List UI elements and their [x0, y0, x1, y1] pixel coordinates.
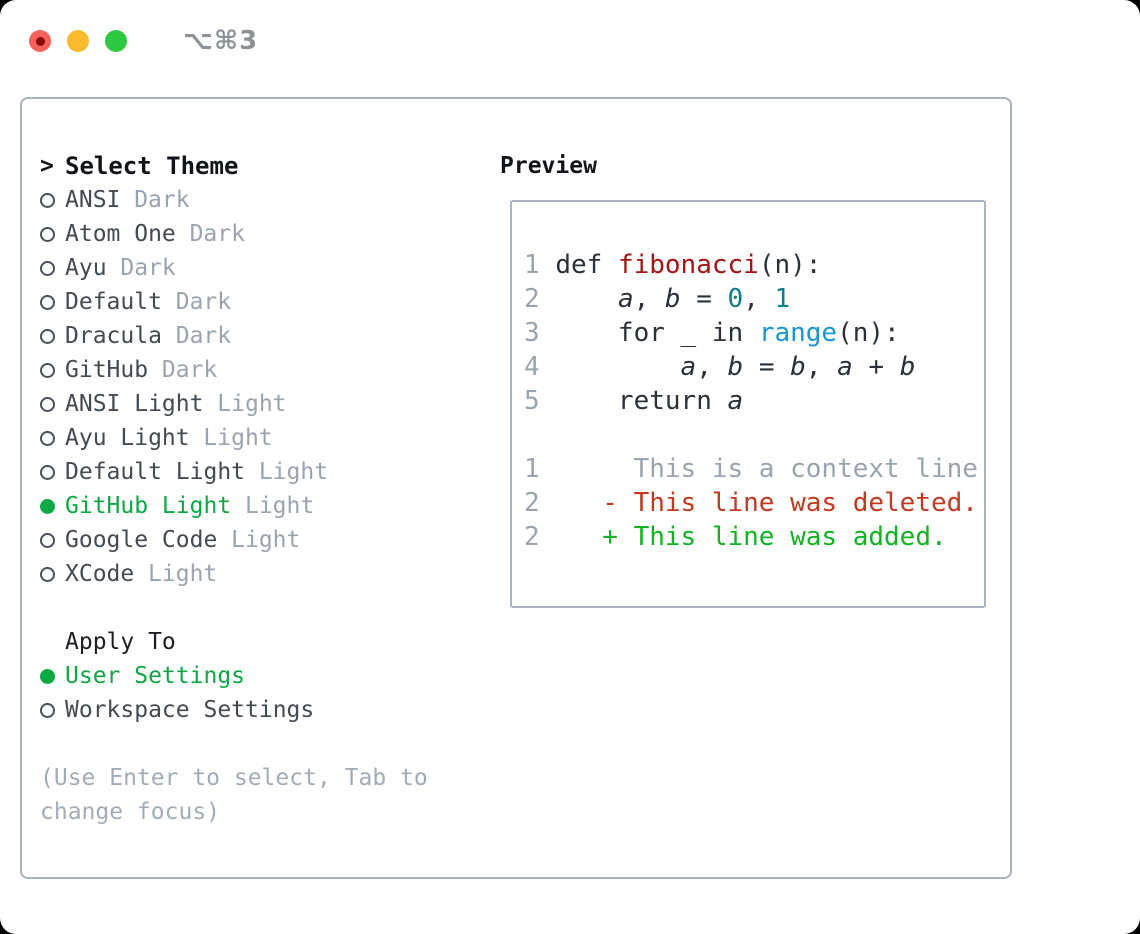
line-number: 4 [524, 352, 540, 382]
radio-icon [40, 464, 55, 480]
radio-selected-icon [40, 668, 55, 684]
theme-option-ayu-light[interactable]: Ayu Light Light [40, 421, 470, 455]
window-title: ⌥⌘3 [183, 26, 259, 56]
option-variant: Dark [134, 187, 190, 213]
option-label: ANSI Light [65, 391, 204, 417]
theme-option-xcode[interactable]: XCode Light [40, 557, 470, 591]
code-line: 4 a, b = b, a + b [524, 352, 916, 382]
option-variant: Light [231, 527, 301, 553]
option-label: ANSI [65, 187, 121, 213]
minimize-button[interactable] [67, 30, 89, 52]
code-line: 5 return a [524, 386, 744, 416]
theme-option-dracula[interactable]: Dracula Dark [40, 319, 470, 353]
option-variant: Dark [175, 323, 232, 349]
titlebar: ⌥⌘3 [29, 26, 258, 56]
radio-icon [40, 566, 55, 582]
line-number: 2 [524, 488, 540, 518]
apply-option-user-settings[interactable]: User Settings [40, 659, 470, 693]
code-line: 2 + This line was added. [524, 522, 947, 552]
select-theme-heading: Select Theme [65, 152, 239, 180]
option-label: Dracula [65, 323, 162, 349]
code-line: 1 This is a context line. [524, 454, 986, 484]
code-line: 3 for _ in range(n): [524, 318, 900, 348]
line-number: 2 [524, 284, 540, 314]
radio-icon [40, 192, 55, 208]
option-variant: Dark [189, 221, 245, 247]
theme-option-google-code[interactable]: Google Code Light [40, 523, 470, 557]
line-number: 1 [524, 454, 540, 484]
radio-icon [40, 430, 55, 446]
option-variant: Light [203, 425, 273, 451]
option-label: Default [65, 289, 162, 315]
hint-text: (Use Enter to select, Tab to change focu… [40, 765, 428, 825]
option-variant: Light [148, 561, 218, 587]
option-label: Ayu [65, 255, 107, 281]
option-variant: Dark [175, 289, 232, 315]
line-number: 5 [524, 386, 540, 416]
code-line: 2 a, b = 0, 1 [524, 284, 791, 314]
radio-icon [40, 328, 55, 344]
select-theme-heading-row: > Select Theme [40, 149, 470, 183]
option-label: XCode [65, 561, 135, 587]
close-dot-icon [35, 36, 45, 46]
zoom-button[interactable] [105, 30, 127, 52]
theme-option-default-light[interactable]: Default Light Light [40, 455, 470, 489]
line-number: 3 [524, 318, 540, 348]
theme-option-ansi-light[interactable]: ANSI Light Light [40, 387, 470, 421]
option-variant: Light [258, 459, 329, 485]
option-variant: Light [217, 391, 287, 417]
radio-icon [40, 396, 55, 412]
close-button[interactable] [29, 30, 51, 52]
theme-option-ansi[interactable]: ANSI Dark [40, 183, 470, 217]
apply-to-heading-row: Apply To [40, 625, 470, 659]
preview-heading: Preview [500, 153, 597, 179]
code-line: 2 - This line was deleted. [524, 488, 978, 518]
option-label: Default Light [65, 459, 246, 485]
code-line: 1 def fibonacci(n): [524, 250, 822, 280]
option-label: User Settings [65, 663, 246, 689]
preview-box: 1 def fibonacci(n): 2 a, b = 0, 1 3 for _ … [510, 200, 986, 608]
option-label: GitHub [65, 357, 149, 383]
theme-option-github[interactable]: GitHub Dark [40, 353, 470, 387]
option-label: Atom One [65, 221, 176, 247]
option-variant: Dark [120, 255, 176, 281]
theme-option-default[interactable]: Default Dark [40, 285, 470, 319]
radio-icon [40, 702, 55, 718]
radio-selected-icon [40, 498, 55, 514]
theme-option-github-light[interactable]: GitHub Light Light [40, 489, 470, 523]
theme-option-atom-one[interactable]: Atom One Dark [40, 217, 470, 251]
radio-icon [40, 362, 55, 378]
radio-icon [40, 260, 55, 276]
radio-icon [40, 532, 55, 548]
line-number: 2 [524, 522, 540, 552]
option-label: Workspace Settings [65, 697, 315, 723]
option-label: Ayu Light [65, 425, 190, 451]
apply-to-heading: Apply To [65, 629, 176, 655]
option-label: GitHub Light [65, 493, 232, 519]
line-number: 1 [524, 250, 540, 280]
focus-caret: > [40, 153, 54, 179]
radio-icon [40, 226, 55, 242]
code-line [524, 418, 984, 452]
option-variant: Light [244, 493, 315, 519]
radio-icon [40, 294, 55, 310]
code-preview: 1 def fibonacci(n): 2 a, b = 0, 1 3 for _ … [512, 202, 984, 554]
option-variant: Dark [161, 357, 218, 383]
theme-option-ayu[interactable]: Ayu Dark [40, 251, 470, 285]
option-label: Google Code [65, 527, 218, 553]
apply-option-workspace-settings[interactable]: Workspace Settings [40, 693, 470, 727]
